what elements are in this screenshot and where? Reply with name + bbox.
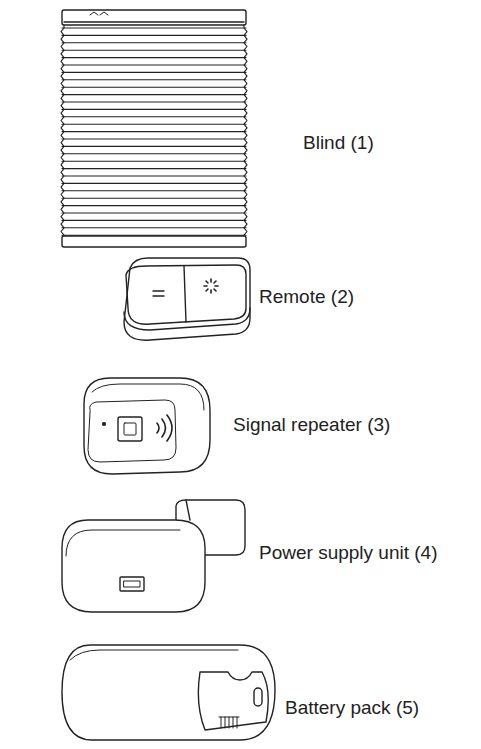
blind-drawing	[61, 10, 247, 247]
part-label: Blind (1)	[303, 132, 374, 155]
part-label: Battery pack (5)	[285, 697, 419, 720]
part-label: Remote (2)	[259, 286, 354, 309]
battery-pack-drawing	[62, 645, 275, 740]
part-label: Power supply unit (4)	[259, 542, 437, 565]
part-label: Signal repeater (3)	[233, 414, 390, 437]
power-supply-drawing	[62, 500, 245, 612]
signal-repeater-drawing	[84, 378, 210, 474]
remote-drawing	[124, 258, 250, 340]
